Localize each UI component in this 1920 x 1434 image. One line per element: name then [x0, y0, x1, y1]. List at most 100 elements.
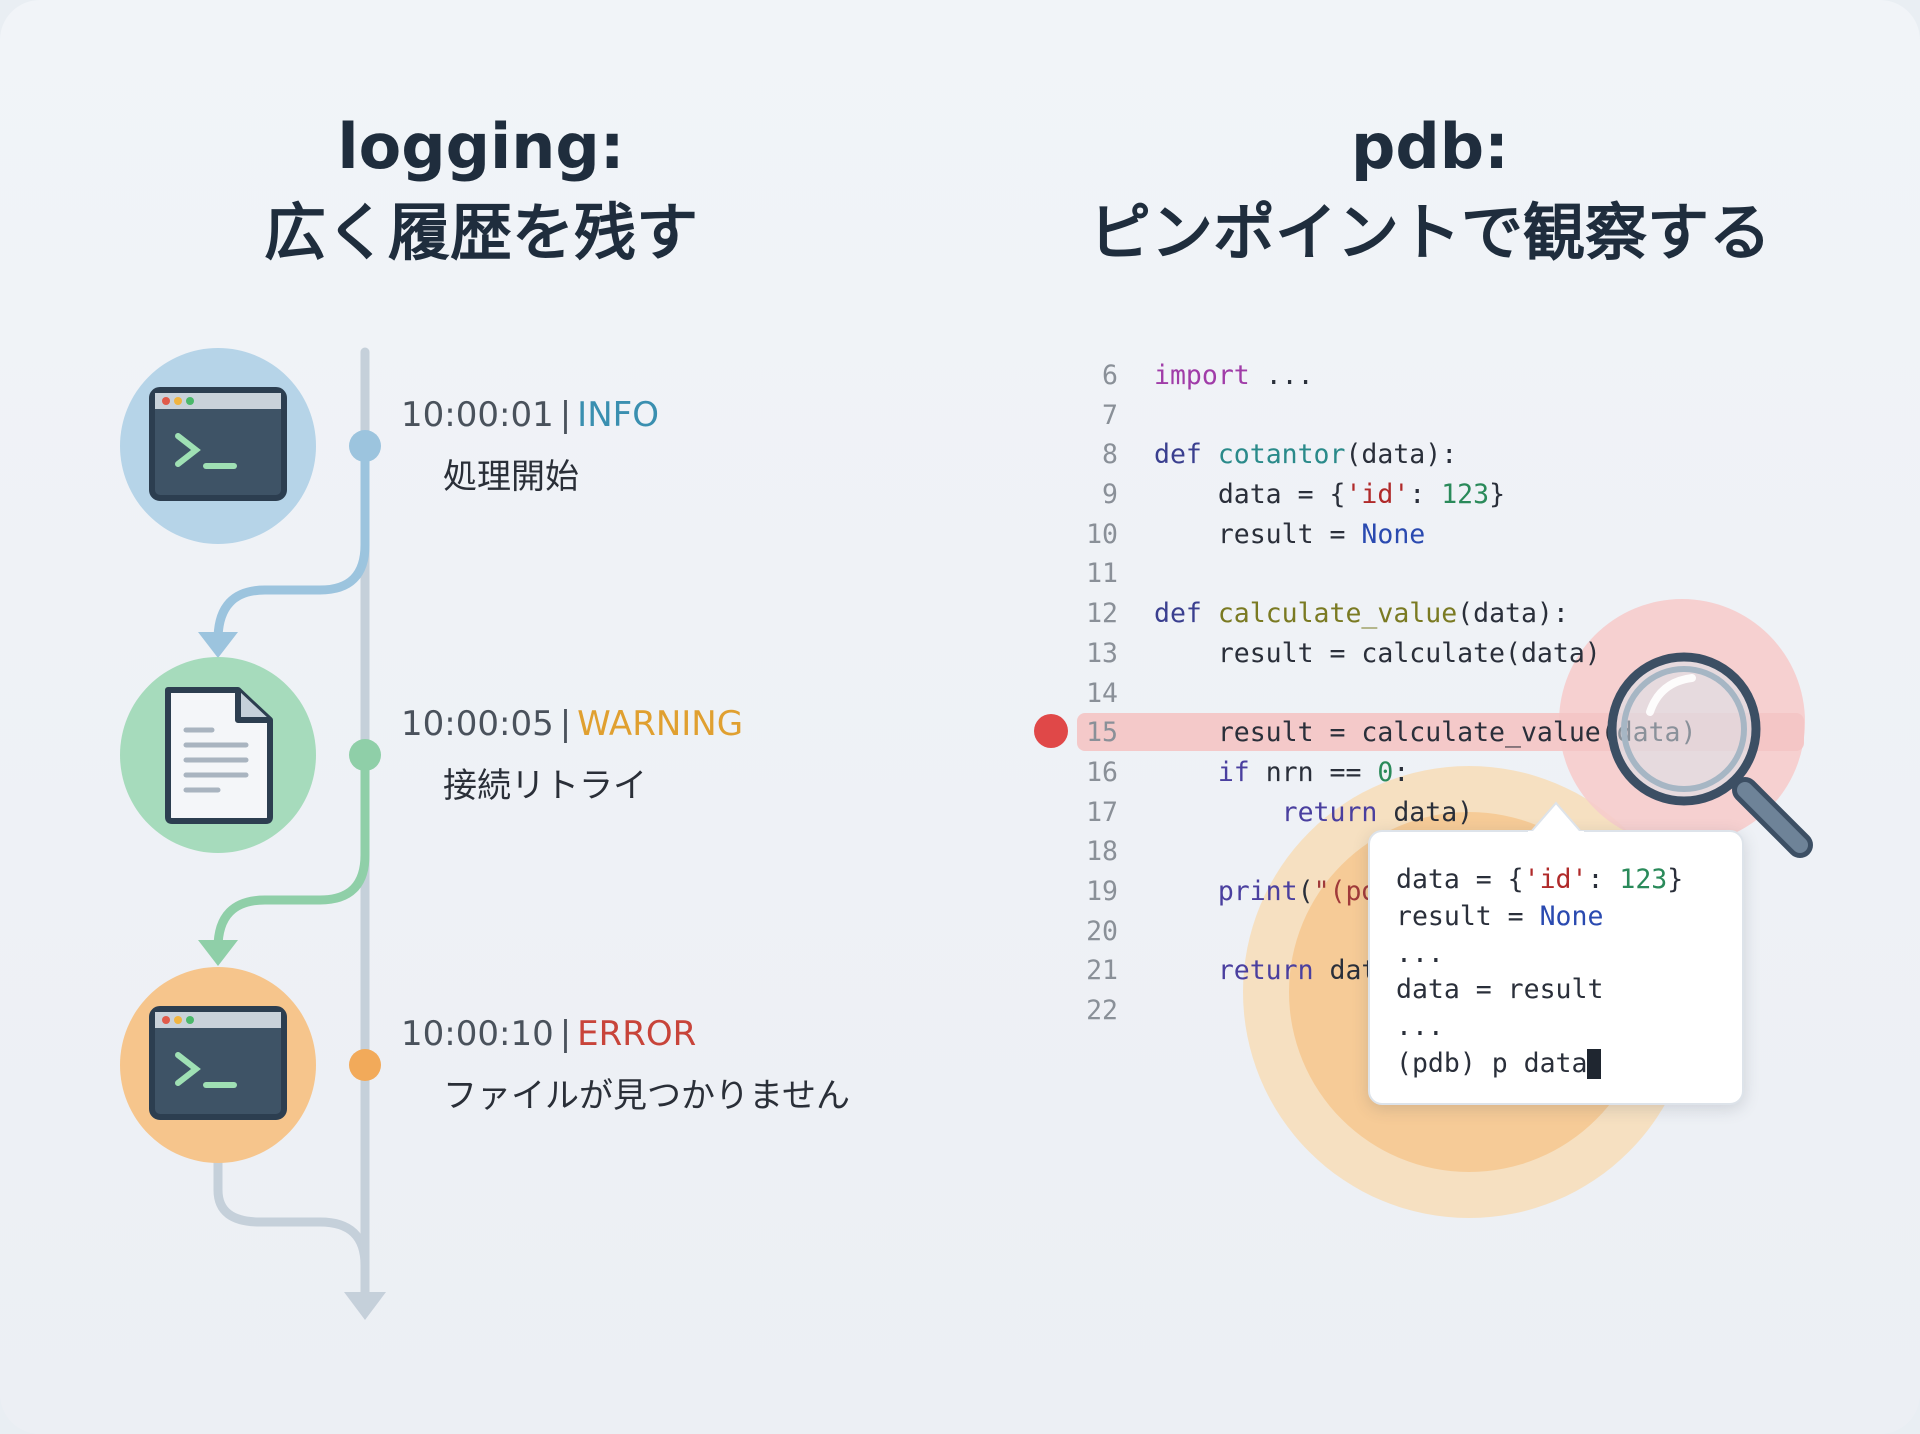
line-number[interactable]: 16 — [1086, 756, 1118, 788]
console-line: data = {'id': 123} — [1396, 862, 1742, 899]
code-token: ... — [1249, 360, 1314, 391]
line-number[interactable]: 7 — [1102, 399, 1118, 431]
code-token: calculate_value — [1217, 598, 1458, 630]
code-token: 123 — [1441, 479, 1490, 511]
code-line: 12 def calculate_value(data): — [1060, 594, 1696, 634]
code-line: 7 — [1060, 396, 1696, 436]
code-line: 10 result = None — [1060, 515, 1696, 555]
code-line: 22 — [1060, 991, 1696, 1031]
log-message: 接続リトライ — [443, 766, 647, 806]
code-token: data) — [1377, 796, 1474, 828]
log-entry-header: 10:00:10|ERROR — [401, 1014, 696, 1054]
code-token: (data): — [1457, 598, 1569, 630]
line-number[interactable]: 11 — [1086, 558, 1118, 590]
flow-arrow-warning — [213, 770, 370, 949]
code-token: None — [1539, 900, 1604, 932]
terminal-icon — [149, 387, 287, 501]
code-token: import — [1154, 360, 1250, 391]
line-number[interactable]: 20 — [1086, 915, 1118, 947]
timeline-dot — [349, 739, 381, 771]
code-token: result = — [1154, 518, 1362, 550]
code-token: return — [1154, 955, 1314, 987]
pdb-console-popup: data = {'id': 123}result = None... data =… — [1368, 830, 1744, 1105]
code-token: result = calculate(data) — [1154, 637, 1601, 669]
pdb-title: pdb: ピンポイントで観察する — [980, 104, 1880, 276]
code-line: 18 — [1060, 832, 1696, 872]
code-token: return — [1154, 796, 1378, 828]
log-time: 10:00:01 — [401, 395, 554, 435]
code-line: 17 return data) — [1060, 793, 1696, 833]
logging-title: logging: 広く履歴を残す — [31, 104, 931, 276]
line-number[interactable]: 14 — [1086, 677, 1118, 709]
code-token: None — [1361, 518, 1426, 550]
line-number[interactable]: 21 — [1086, 955, 1118, 987]
flow-arrow-info — [213, 460, 370, 641]
line-number[interactable]: 6 — [1102, 360, 1118, 391]
code-token: : — [1393, 756, 1410, 788]
timeline-arrow-icon — [344, 1292, 386, 1320]
console-line: (pdb) p data — [1396, 1046, 1742, 1083]
code-token: nrn == — [1249, 756, 1378, 788]
line-number[interactable]: 17 — [1086, 796, 1118, 828]
code-line: 13 result = calculate(data) — [1060, 634, 1696, 674]
code-line: 20 — [1060, 912, 1696, 952]
code-token: "(pd — [1313, 875, 1378, 907]
log-entry-header: 10:00:05|WARNING — [401, 704, 743, 744]
code-line-breakpoint: 15 result = calculate_value(data) — [1060, 713, 1696, 753]
log-message: ファイルが見つかりません — [443, 1076, 850, 1116]
line-number[interactable]: 13 — [1086, 637, 1118, 669]
separator: | — [559, 395, 572, 435]
log-level: ERROR — [577, 1014, 697, 1054]
code-token: if — [1154, 756, 1250, 788]
code-token: def — [1154, 439, 1218, 471]
logging-title-line2: 広く履歴を残す — [263, 196, 698, 269]
code-token: def — [1154, 598, 1218, 630]
code-token: } — [1667, 864, 1684, 895]
line-number[interactable]: 9 — [1102, 479, 1118, 511]
line-number[interactable]: 18 — [1086, 836, 1118, 868]
code-token: : — [1409, 479, 1442, 511]
arrow-head-info-icon — [198, 632, 238, 658]
console-line: ... — [1396, 936, 1742, 973]
terminal-icon — [149, 1006, 287, 1120]
text-cursor — [1587, 1049, 1602, 1080]
line-number[interactable]: 10 — [1086, 518, 1118, 550]
code-token: result = — [1396, 900, 1540, 932]
code-line: 11 — [1060, 554, 1696, 594]
code-token: ( — [1297, 875, 1314, 907]
line-number[interactable]: 22 — [1086, 995, 1118, 1026]
code-line: 16 if nrn == 0: — [1060, 753, 1696, 793]
document-icon — [165, 687, 273, 824]
code-token: (pdb) p data — [1396, 1047, 1588, 1079]
code-token: 123 — [1619, 864, 1668, 895]
code-token: : — [1587, 864, 1620, 895]
log-time: 10:00:05 — [401, 704, 554, 744]
separator: | — [559, 1014, 572, 1054]
pdb-title-line1: pdb: — [1351, 110, 1509, 183]
code-token: 'id' — [1523, 864, 1588, 895]
log-time: 10:00:10 — [401, 1014, 554, 1054]
line-number[interactable]: 19 — [1086, 875, 1118, 907]
pdb-title-line2: ピンポイントで観察する — [1088, 196, 1771, 269]
line-number[interactable]: 15 — [1086, 717, 1118, 749]
log-message: 処理開始 — [443, 457, 579, 497]
log-entry-header: 10:00:01|INFO — [401, 395, 659, 435]
code-token: data = { — [1154, 479, 1346, 511]
logging-title-line1: logging: — [337, 110, 625, 183]
code-token: result = calculate_value(data) — [1154, 717, 1697, 749]
line-number[interactable]: 12 — [1086, 598, 1118, 630]
console-line: data = result — [1396, 972, 1742, 1009]
breakpoint-dot[interactable] — [1034, 714, 1068, 748]
code-token: 'id' — [1345, 479, 1410, 511]
timeline-dot — [349, 1049, 381, 1081]
log-level: INFO — [577, 395, 659, 435]
line-number[interactable]: 8 — [1102, 439, 1118, 471]
log-level: WARNING — [577, 704, 744, 744]
code-token: ... — [1396, 937, 1444, 969]
arrow-head-warning-icon — [198, 940, 238, 966]
code-line: 9 data = {'id': 123} — [1060, 475, 1696, 515]
timeline-dot — [349, 430, 381, 462]
code-token: data = result — [1396, 974, 1604, 1006]
code-token: ... — [1396, 1011, 1444, 1043]
